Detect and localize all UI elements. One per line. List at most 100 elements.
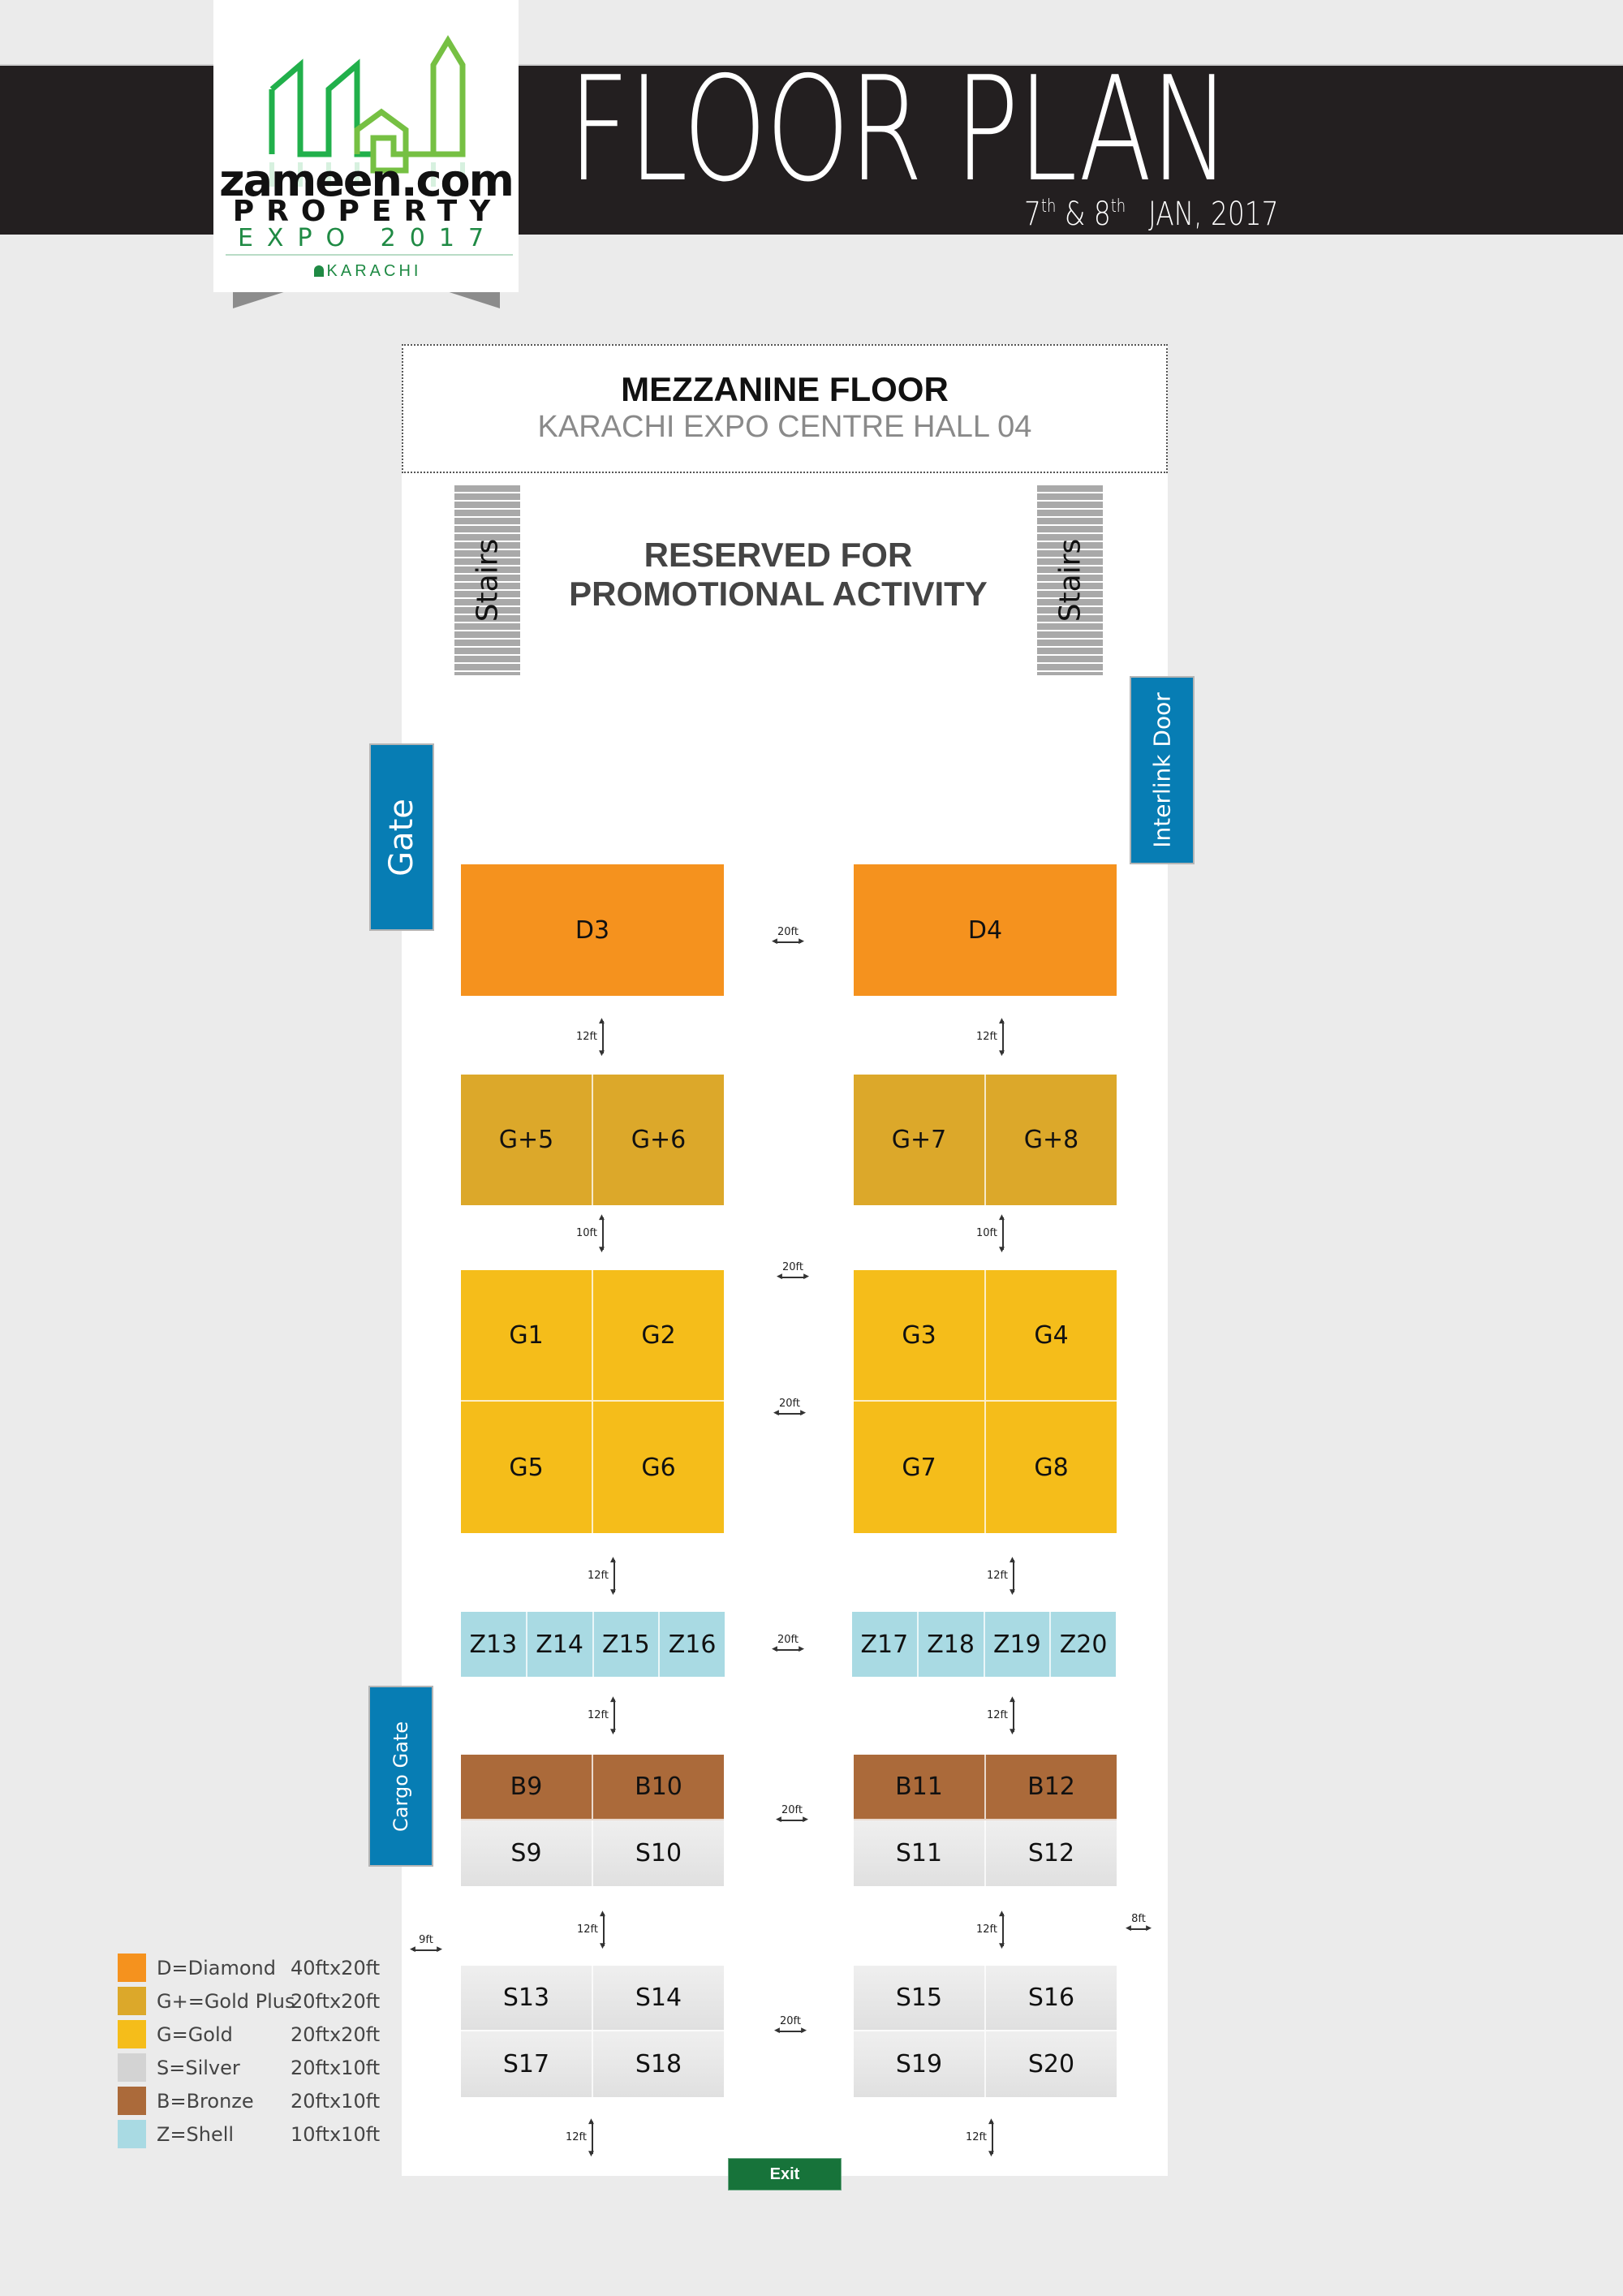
cargo-gate[interactable]: Cargo Gate bbox=[368, 1686, 433, 1867]
booth-label: S16 bbox=[1027, 1984, 1075, 2012]
booth-label: Z17 bbox=[860, 1630, 909, 1659]
booth-s14[interactable]: S14 bbox=[593, 1966, 724, 2031]
booth-z14[interactable]: Z14 bbox=[527, 1612, 594, 1677]
hall-title: MEZZANINE FLOOR bbox=[621, 370, 949, 408]
booth-g1[interactable]: G1 bbox=[461, 1270, 593, 1402]
booth-label: G+5 bbox=[498, 1126, 554, 1154]
booth-label: G1 bbox=[509, 1320, 544, 1350]
booth-s9[interactable]: S9 bbox=[461, 1820, 593, 1886]
cargo-gate-label: Cargo Gate bbox=[390, 1721, 412, 1832]
booth-label: G3 bbox=[902, 1320, 936, 1350]
vertical-arrow-icon: ▼ bbox=[999, 1908, 1007, 1950]
booth-s15[interactable]: S15 bbox=[854, 1966, 986, 2031]
legend-label: D=Diamond bbox=[157, 1957, 276, 1979]
hall-title-box bbox=[402, 344, 1168, 473]
logo-divider bbox=[226, 254, 513, 256]
booth-g5[interactable]: G5 bbox=[461, 1402, 593, 1533]
vertical-arrow-icon: ▼ bbox=[988, 2116, 997, 2158]
booth-s17[interactable]: S17 bbox=[461, 2031, 593, 2097]
double-arrow-icon: ▶ bbox=[772, 936, 804, 947]
booth-label: G6 bbox=[641, 1453, 676, 1482]
date-day1: 7 bbox=[1024, 196, 1041, 233]
dim-aisle-d: 20ft▶ bbox=[772, 927, 804, 948]
date-day1-suffix: th bbox=[1040, 196, 1057, 217]
booth-z20[interactable]: Z20 bbox=[1051, 1612, 1116, 1677]
double-arrow-icon: ▶ bbox=[774, 2025, 807, 2036]
gate[interactable]: Gate bbox=[369, 743, 434, 931]
booth-d4[interactable]: D4 bbox=[854, 864, 1117, 996]
booth-label: Z13 bbox=[469, 1630, 518, 1659]
vertical-arrow-icon: ▼ bbox=[1010, 1554, 1018, 1596]
booth-s13[interactable]: S13 bbox=[461, 1966, 593, 2031]
exit-door[interactable]: Exit bbox=[728, 2158, 842, 2190]
legend-label: B=Bronze bbox=[157, 2090, 254, 2113]
interlink-door[interactable]: Interlink Door bbox=[1130, 676, 1195, 864]
legend-size: 20ftx20ft bbox=[291, 2023, 381, 2046]
booth-g8[interactable]: G8 bbox=[986, 1402, 1117, 1533]
booth-b10[interactable]: B10 bbox=[593, 1755, 724, 1820]
logo-expo-year: EXPO 2017 bbox=[237, 224, 498, 252]
booth-s18[interactable]: S18 bbox=[593, 2031, 724, 2097]
vertical-arrow-icon: ▼ bbox=[600, 1908, 608, 1950]
booth-label: G8 bbox=[1034, 1453, 1069, 1482]
booth-label: S15 bbox=[895, 1984, 943, 2012]
booth-d3[interactable]: D3 bbox=[461, 864, 724, 996]
vertical-arrow-icon: ▼ bbox=[599, 1212, 607, 1254]
legend-size: 20ftx10ft bbox=[291, 2057, 381, 2079]
booth-z13[interactable]: Z13 bbox=[461, 1612, 527, 1677]
booth-b9[interactable]: B9 bbox=[461, 1755, 593, 1820]
stairs-left-label: Stairs bbox=[471, 538, 504, 622]
booth-label: Z18 bbox=[927, 1630, 975, 1659]
booth-s16[interactable]: S16 bbox=[986, 1966, 1117, 2031]
booth-g2[interactable]: G2 bbox=[593, 1270, 724, 1402]
dim-gap-left-3: 12ft▼ bbox=[588, 1554, 618, 1596]
dim-aisle-g2: 20ft▶ bbox=[773, 1398, 806, 1419]
booth-row-shell-right: Z17 Z18 Z19 Z20 bbox=[852, 1612, 1116, 1677]
booth-block-silver-right: S15 S16 S19 S20 bbox=[854, 1966, 1117, 2097]
booth-g-plus-7[interactable]: G+7 bbox=[854, 1075, 986, 1205]
booth-label: S19 bbox=[895, 2050, 943, 2078]
double-arrow-icon: ▶ bbox=[777, 1271, 809, 1282]
booth-g3[interactable]: G3 bbox=[854, 1270, 986, 1402]
dim-label: 12ft bbox=[566, 2131, 587, 2143]
booth-g7[interactable]: G7 bbox=[854, 1402, 986, 1533]
booth-s11[interactable]: S11 bbox=[854, 1820, 986, 1886]
logo-property: PROPERTY bbox=[232, 195, 503, 228]
booth-s19[interactable]: S19 bbox=[854, 2031, 986, 2097]
double-arrow-icon: ▶ bbox=[773, 1407, 806, 1419]
booth-s12[interactable]: S12 bbox=[986, 1820, 1117, 1886]
booth-g4[interactable]: G4 bbox=[986, 1270, 1117, 1402]
legend-label: Z=Shell bbox=[157, 2123, 235, 2146]
dim-gap-left-2: 10ft▼ bbox=[576, 1212, 607, 1254]
dim-aisle-b: 20ft▶ bbox=[776, 1805, 808, 1826]
booth-b12[interactable]: B12 bbox=[986, 1755, 1117, 1820]
booth-s20[interactable]: S20 bbox=[986, 2031, 1117, 2097]
booth-g-plus-8[interactable]: G+8 bbox=[986, 1075, 1117, 1205]
booth-z19[interactable]: Z19 bbox=[984, 1612, 1052, 1677]
booth-b11[interactable]: B11 bbox=[854, 1755, 986, 1820]
legend-size: 20ftx10ft bbox=[291, 2090, 381, 2113]
booth-label: G2 bbox=[641, 1320, 676, 1350]
vertical-arrow-icon: ▼ bbox=[610, 1554, 618, 1596]
booth-z18[interactable]: Z18 bbox=[918, 1612, 985, 1677]
booth-z15[interactable]: Z15 bbox=[593, 1612, 661, 1677]
booth-g-plus-5[interactable]: G+5 bbox=[461, 1075, 593, 1205]
dim-label: 12ft bbox=[987, 1709, 1008, 1721]
date-day2: 8 bbox=[1093, 196, 1111, 233]
booth-label: G+6 bbox=[631, 1126, 687, 1154]
booth-block-silver-left: S13 S14 S17 S18 bbox=[461, 1966, 724, 2097]
double-arrow-icon: ▶ bbox=[410, 1944, 442, 1955]
dim-label: 12ft bbox=[976, 1923, 997, 1936]
legend-size: 40ftx20ft bbox=[291, 1957, 381, 1979]
booth-label: S9 bbox=[510, 1839, 542, 1867]
dim-label: 12ft bbox=[576, 1031, 597, 1043]
booth-z17[interactable]: Z17 bbox=[852, 1612, 919, 1677]
booth-s10[interactable]: S10 bbox=[593, 1820, 724, 1886]
logo-wordmark: zameen.com bbox=[219, 155, 514, 206]
booth-g-plus-6[interactable]: G+6 bbox=[593, 1075, 724, 1205]
dim-gap-right-5: 12ft▼ bbox=[976, 1908, 1007, 1950]
legend-item-gold-plus: G+=Gold Plus 20ftx20ft bbox=[118, 1987, 385, 2016]
booth-z16[interactable]: Z16 bbox=[660, 1612, 725, 1677]
booth-g6[interactable]: G6 bbox=[593, 1402, 724, 1533]
stairs-left: Stairs bbox=[454, 485, 520, 675]
